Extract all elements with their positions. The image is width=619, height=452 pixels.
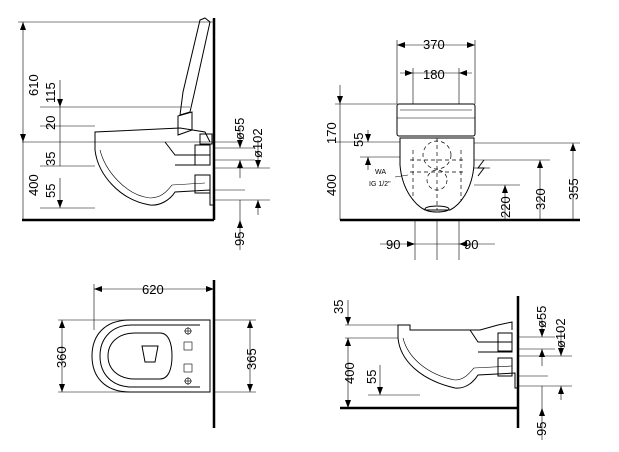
dim-dia102: ø102 — [250, 128, 265, 158]
top-view: 620 360 365 — [54, 280, 259, 428]
seat-body — [94, 127, 211, 143]
dim-370: 370 — [423, 37, 445, 52]
dim-360: 360 — [54, 346, 69, 368]
dim-dia102-b: ø102 — [553, 318, 568, 348]
side-view-with-seat: 610 400 115 20 35 55 — [18, 17, 270, 250]
dim-35: 35 — [43, 152, 58, 166]
side-view-bowl: 35 400 55 ø55 ø102 95 — [331, 296, 572, 440]
dim-55: 55 — [43, 184, 58, 198]
front-view: 370 180 170 400 — [324, 37, 581, 260]
dim-320: 320 — [533, 188, 548, 210]
dim-20: 20 — [43, 116, 58, 130]
dim-55-front: 55 — [351, 133, 366, 147]
front-seat — [396, 103, 476, 137]
side2-bowl — [397, 330, 518, 389]
front-bowl — [399, 137, 475, 211]
dim-400: 400 — [26, 174, 41, 196]
dim-90-right: 90 — [464, 237, 478, 252]
dim-610: 610 — [26, 74, 41, 96]
dim-365: 365 — [244, 348, 259, 370]
ig-label: IG 1/2" — [369, 181, 391, 188]
dim-dia55-b: ø55 — [534, 306, 549, 328]
dim-dia55: ø55 — [232, 118, 247, 140]
bowl-outline — [94, 142, 214, 206]
dim-90-left: 90 — [386, 237, 400, 252]
top-bowl-inner — [107, 332, 173, 380]
dim-55-b: 55 — [364, 370, 379, 384]
dim-180: 180 — [423, 67, 445, 82]
seat-lid — [179, 17, 211, 116]
dim-95-b: 95 — [534, 422, 549, 436]
top-bowl-outline — [91, 319, 211, 393]
dim-35-b: 35 — [331, 300, 346, 314]
dim-620: 620 — [142, 282, 164, 297]
dim-95: 95 — [232, 232, 247, 246]
wa-label: WA — [375, 169, 386, 176]
dim-400-front: 400 — [324, 174, 339, 196]
dim-400-b: 400 — [342, 362, 357, 384]
dim-355: 355 — [566, 178, 581, 200]
dim-115: 115 — [43, 82, 58, 103]
dim-170: 170 — [324, 122, 339, 144]
dim-220: 220 — [498, 196, 513, 218]
